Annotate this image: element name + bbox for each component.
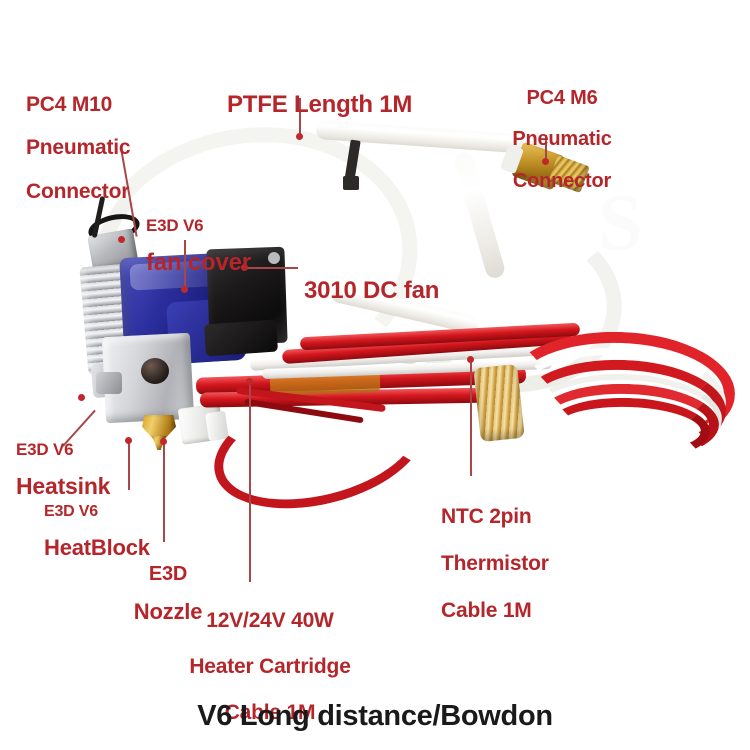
annotation-ptfe-length-line1: PTFE Length 1M (227, 90, 413, 118)
annotation-nozzle-line1: E3D (148, 562, 188, 585)
annotation-nozzle: E3D Nozzle (118, 547, 218, 641)
annotation-pc4-m10-line3: Connector (26, 180, 130, 204)
dot-dc-fan (241, 264, 248, 271)
dc-fan-corner-screw (268, 252, 280, 264)
annotation-heater-cartridge-line2: Heater Cartridge (189, 655, 351, 679)
dot-heater-cartridge (246, 378, 253, 385)
annotation-thermistor-line3: Cable 1M (441, 598, 532, 622)
annotation-heatsink: E3D V6 Heatsink (16, 424, 110, 515)
dot-heatsink (78, 394, 85, 401)
annotation-heatsink-line2: Heatsink (16, 472, 111, 499)
annotation-thermistor-line1: NTC 2pin (441, 504, 532, 528)
leader-heatblock (128, 440, 130, 490)
page-title: V6 Long distance/Bowdon (197, 700, 553, 732)
leader-heater-cartridge (249, 382, 251, 582)
leader-nozzle (163, 442, 165, 542)
leader-dc-fan (244, 267, 298, 269)
leader-thermistor (470, 360, 472, 476)
heater-cartridge-end (96, 372, 122, 394)
annotation-thermistor: NTC 2pin Thermistor Cable 1M (441, 481, 549, 646)
annotation-dc-fan-line1: 3010 DC fan (304, 276, 440, 304)
leader-fan-cover (184, 240, 186, 288)
annotation-heatblock-line2: HeatBlock (44, 534, 150, 560)
annotation-ptfe-length: PTFE Length 1M (227, 68, 412, 143)
dc-fan-lower (203, 319, 279, 357)
annotation-pc4-m10-line2: Pneumatic (26, 136, 131, 160)
leader-ptfe (299, 98, 301, 136)
dot-ptfe (296, 133, 303, 140)
annotation-pc4-m6-line3: Connector (512, 169, 612, 192)
annotation-fan-cover: E3D V6 fan cover (146, 200, 251, 293)
annotation-pc4-m6-line1: PC4 M6 (526, 86, 598, 109)
annotation-heater-cartridge-line1: 12V/24V 40W (206, 609, 334, 633)
annotation-nozzle-line2: Nozzle (133, 599, 203, 625)
dot-nozzle (160, 438, 167, 445)
heat-block-bore (141, 358, 169, 384)
leader-pc4-m6 (545, 135, 547, 161)
annotation-dc-fan: 3010 DC fan (304, 254, 439, 329)
dot-heatblock (125, 437, 132, 444)
annotation-pc4-m10-line1: PC4 M10 (26, 92, 113, 116)
dot-pc4-m10 (118, 236, 125, 243)
annotation-heatblock: E3D V6 HeatBlock (44, 487, 150, 576)
annotation-pc4-m10: PC4 M10 Pneumatic Connector (26, 72, 131, 225)
watermark: S (598, 179, 643, 267)
annotation-heater-cartridge: 12V/24V 40W Heater Cartridge Cable 1M (180, 586, 360, 748)
annotation-heatsink-line1: E3D V6 (16, 439, 74, 459)
dot-fan-cover (181, 286, 188, 293)
annotation-pc4-m6-line2: Pneumatic (512, 128, 612, 151)
jst-connector-2 (205, 410, 229, 442)
zip-tie-head (343, 176, 359, 190)
annotation-fan-cover-line2: fan cover (146, 248, 251, 276)
annotation-heater-cartridge-line3: Cable 1M (224, 701, 316, 725)
annotation-thermistor-line2: Thermistor (441, 551, 549, 575)
annotation-pc4-m6: PC4 M6 Pneumatic Connector (507, 67, 617, 213)
dot-thermistor (467, 356, 474, 363)
dot-pc4-m6 (542, 158, 549, 165)
annotation-fan-cover-line1: E3D V6 (146, 215, 204, 235)
annotation-heatblock-line1: E3D V6 (44, 502, 98, 520)
